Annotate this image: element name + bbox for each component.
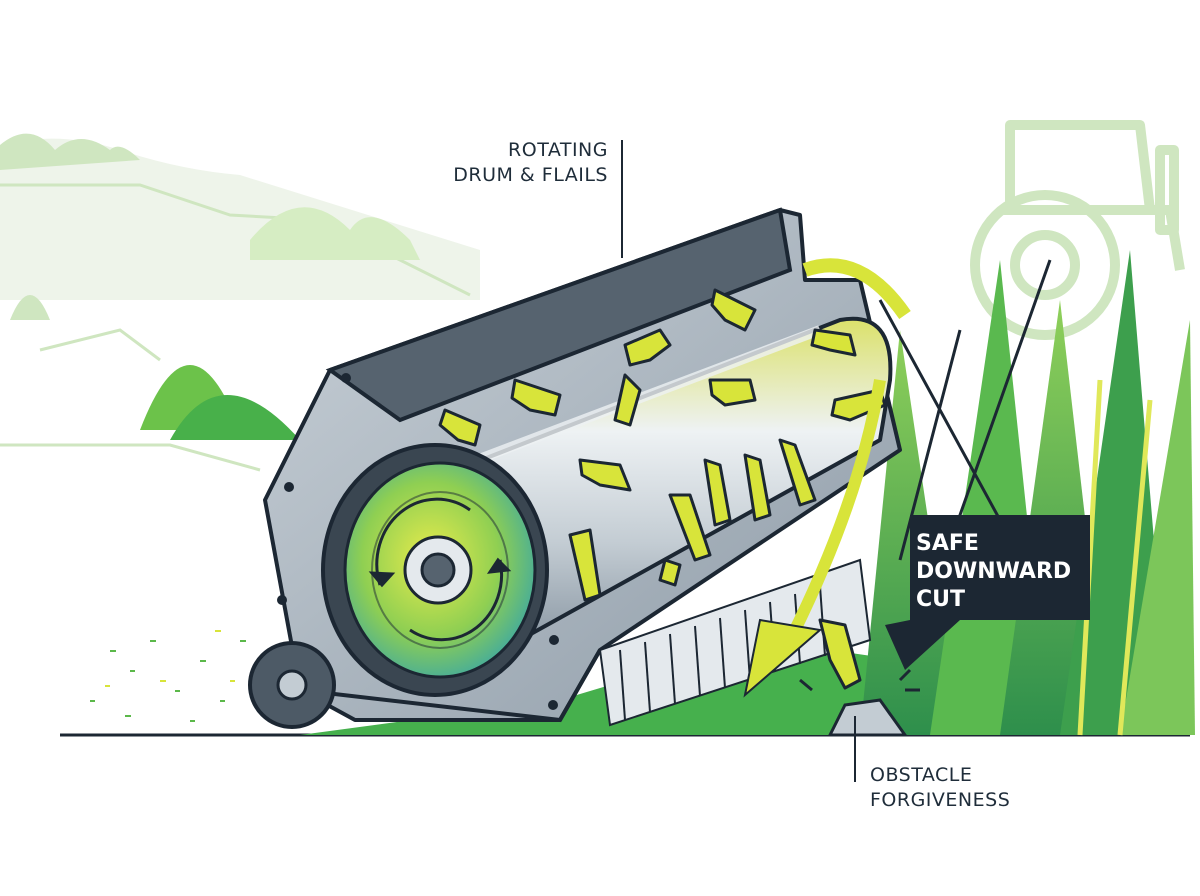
roller-wheel <box>248 641 336 729</box>
flail-blade <box>510 378 562 417</box>
flail-blade <box>743 453 772 522</box>
tractor-silhouette <box>970 120 1185 340</box>
flail-blade <box>778 438 817 507</box>
obstacle-forgiveness-label: OBSTACLE FORGIVENESS <box>870 763 1110 813</box>
flail-blade <box>568 528 602 602</box>
obstacle-label-line2: FORGIVENESS <box>870 789 1011 811</box>
flail-blade <box>658 558 682 587</box>
cut-label-line3: CUT <box>916 587 966 612</box>
flail-blade <box>623 328 672 367</box>
top-deflector-arc <box>802 258 911 320</box>
drum-label-line1: ROTATING <box>508 139 608 161</box>
obstacle-rock <box>799 668 920 737</box>
flail-blade <box>810 328 857 357</box>
cut-label-line2: DOWNWARD <box>916 559 1072 584</box>
flail-blade <box>438 408 482 447</box>
safe-cut-arrow <box>885 515 1090 670</box>
obstacle-label-line1: OBSTACLE <box>870 764 973 786</box>
flail-blade <box>578 458 632 492</box>
flail-blade <box>668 493 712 562</box>
clippings-left <box>90 630 246 722</box>
safe-downward-cut-label: SAFE DOWNWARD CUT <box>916 530 1071 614</box>
flail-blade <box>708 378 757 407</box>
drum-end-disc <box>321 443 549 697</box>
drum-flails-label: ROTATING DRUM & FLAILS <box>430 138 608 188</box>
flail-blade <box>703 458 732 527</box>
flail-blade <box>613 373 642 427</box>
flail-blade <box>710 288 757 332</box>
downward-arrow-icon <box>743 379 886 698</box>
rotation-arrows-icon <box>368 497 512 642</box>
background-landscape <box>0 133 480 472</box>
flail-blade <box>818 618 862 690</box>
cut-label-line1: SAFE <box>916 531 979 556</box>
flail-blades <box>438 288 887 690</box>
drum-label-line2: DRUM & FLAILS <box>453 164 608 186</box>
